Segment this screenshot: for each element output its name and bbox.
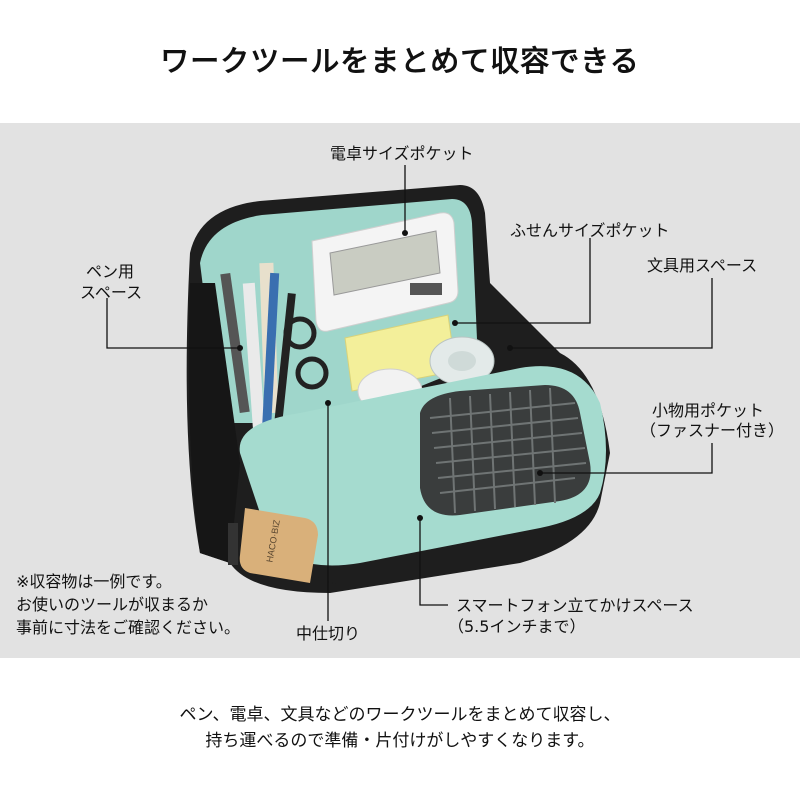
pen-space-label-line1: ペン用 (86, 262, 135, 281)
bag-illustration: HACO·BIZ (106, 165, 713, 621)
calculator-icon (311, 212, 459, 332)
stationery-space-label: 文具用スペース (647, 256, 758, 275)
small-pocket-label-line1: 小物用ポケット (652, 401, 765, 420)
callout-dots (237, 230, 543, 521)
note-line3: 事前に寸法をご確認ください。 (16, 618, 241, 637)
pen-space-label-line2: スペース (80, 283, 143, 302)
bag-side (188, 283, 240, 563)
page-title: ワークツールをまとめて収容できる (160, 44, 640, 78)
small-pocket-label-line2: （ファスナー付き） (640, 421, 785, 440)
leather-tag-icon (239, 508, 318, 583)
note-line2: お使いのツールが収まるか (16, 595, 209, 614)
callout-lines (106, 165, 713, 621)
product-panel: HACO·BIZ 電卓サイズポケット ふせんサイズポケット ペン用 スペース 文… (0, 123, 800, 658)
zipper-pull-icon (228, 523, 238, 565)
caption-line2: 持ち運べるので準備・片付けがしやすくなります。 (205, 731, 595, 751)
divider-label: 中仕切り (296, 624, 361, 643)
phone-stand-label-line1: スマートフォン立てかけスペース (456, 596, 694, 615)
pens-icon (220, 262, 329, 444)
calculator-pocket-label: 電卓サイズポケット (330, 144, 474, 163)
sticky-pocket-label: ふせんサイズポケット (510, 221, 670, 240)
mesh-pocket-icon (420, 385, 591, 516)
phone-stand-label-line2: （5.5インチまで） (448, 617, 586, 636)
caption: ペン、電卓、文具などのワークツールをまとめて収容し、 持ち運べるので準備・片付け… (0, 702, 800, 754)
caption-line1: ペン、電卓、文具などのワークツールをまとめて収容し、 (179, 705, 621, 725)
note-line1: ※収容物は一例です。 (16, 572, 172, 591)
